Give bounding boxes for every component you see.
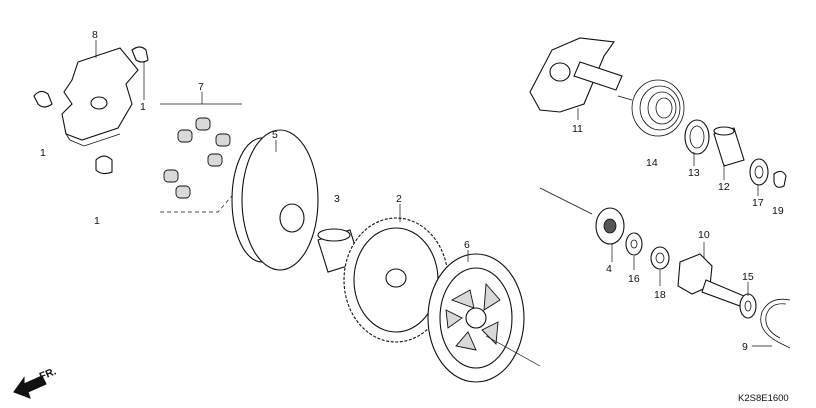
collar-18 xyxy=(650,246,670,270)
callout-2: 2 xyxy=(396,193,402,205)
callout-1-left: 1 xyxy=(40,147,46,159)
callout-5: 5 xyxy=(272,129,278,141)
pulley-5 xyxy=(231,129,319,271)
callout-14: 14 xyxy=(646,157,658,169)
callout-7: 7 xyxy=(198,81,204,93)
callout-19: 19 xyxy=(772,205,784,217)
callout-3: 3 xyxy=(334,193,340,205)
gear-plate-2 xyxy=(343,217,449,343)
callout-9: 9 xyxy=(742,341,748,353)
diagram-code: K2S8E1600 xyxy=(738,393,789,404)
callout-17: 17 xyxy=(752,197,764,209)
callout-12: 12 xyxy=(718,181,730,193)
direction-label: FR. xyxy=(38,365,58,382)
callout-8: 8 xyxy=(92,29,98,41)
washer-15 xyxy=(739,293,757,319)
callout-4: 4 xyxy=(606,263,612,275)
callout-1-bottom: 1 xyxy=(94,215,100,227)
callout-13: 13 xyxy=(688,167,700,179)
spring-14 xyxy=(617,79,685,137)
callout-16: 16 xyxy=(628,273,640,285)
gear-10 xyxy=(677,253,745,307)
callout-10: 10 xyxy=(698,229,710,241)
collar-12 xyxy=(713,126,745,167)
callout-1-top: 1 xyxy=(140,101,146,113)
clip-1c xyxy=(95,155,113,175)
callout-6: 6 xyxy=(464,239,470,251)
clip-1a xyxy=(131,46,149,63)
shaft-11 xyxy=(529,37,623,113)
impeller-6 xyxy=(427,253,541,383)
clip-19 xyxy=(773,170,787,188)
spring-clip-9 xyxy=(760,298,791,349)
callout-18: 18 xyxy=(654,289,666,301)
ring-13 xyxy=(684,119,710,155)
roller-set-7 xyxy=(160,103,245,213)
front-direction-arrow xyxy=(13,375,47,399)
callout-11: 11 xyxy=(572,123,583,135)
face-plate-8 xyxy=(61,47,139,147)
callout-15: 15 xyxy=(742,271,754,283)
washer-17 xyxy=(749,158,769,186)
leader-lines xyxy=(95,40,772,347)
washer-16 xyxy=(625,232,643,256)
bearing-4 xyxy=(595,207,625,245)
assembly-axis xyxy=(539,187,593,215)
clip-1b xyxy=(33,90,53,108)
